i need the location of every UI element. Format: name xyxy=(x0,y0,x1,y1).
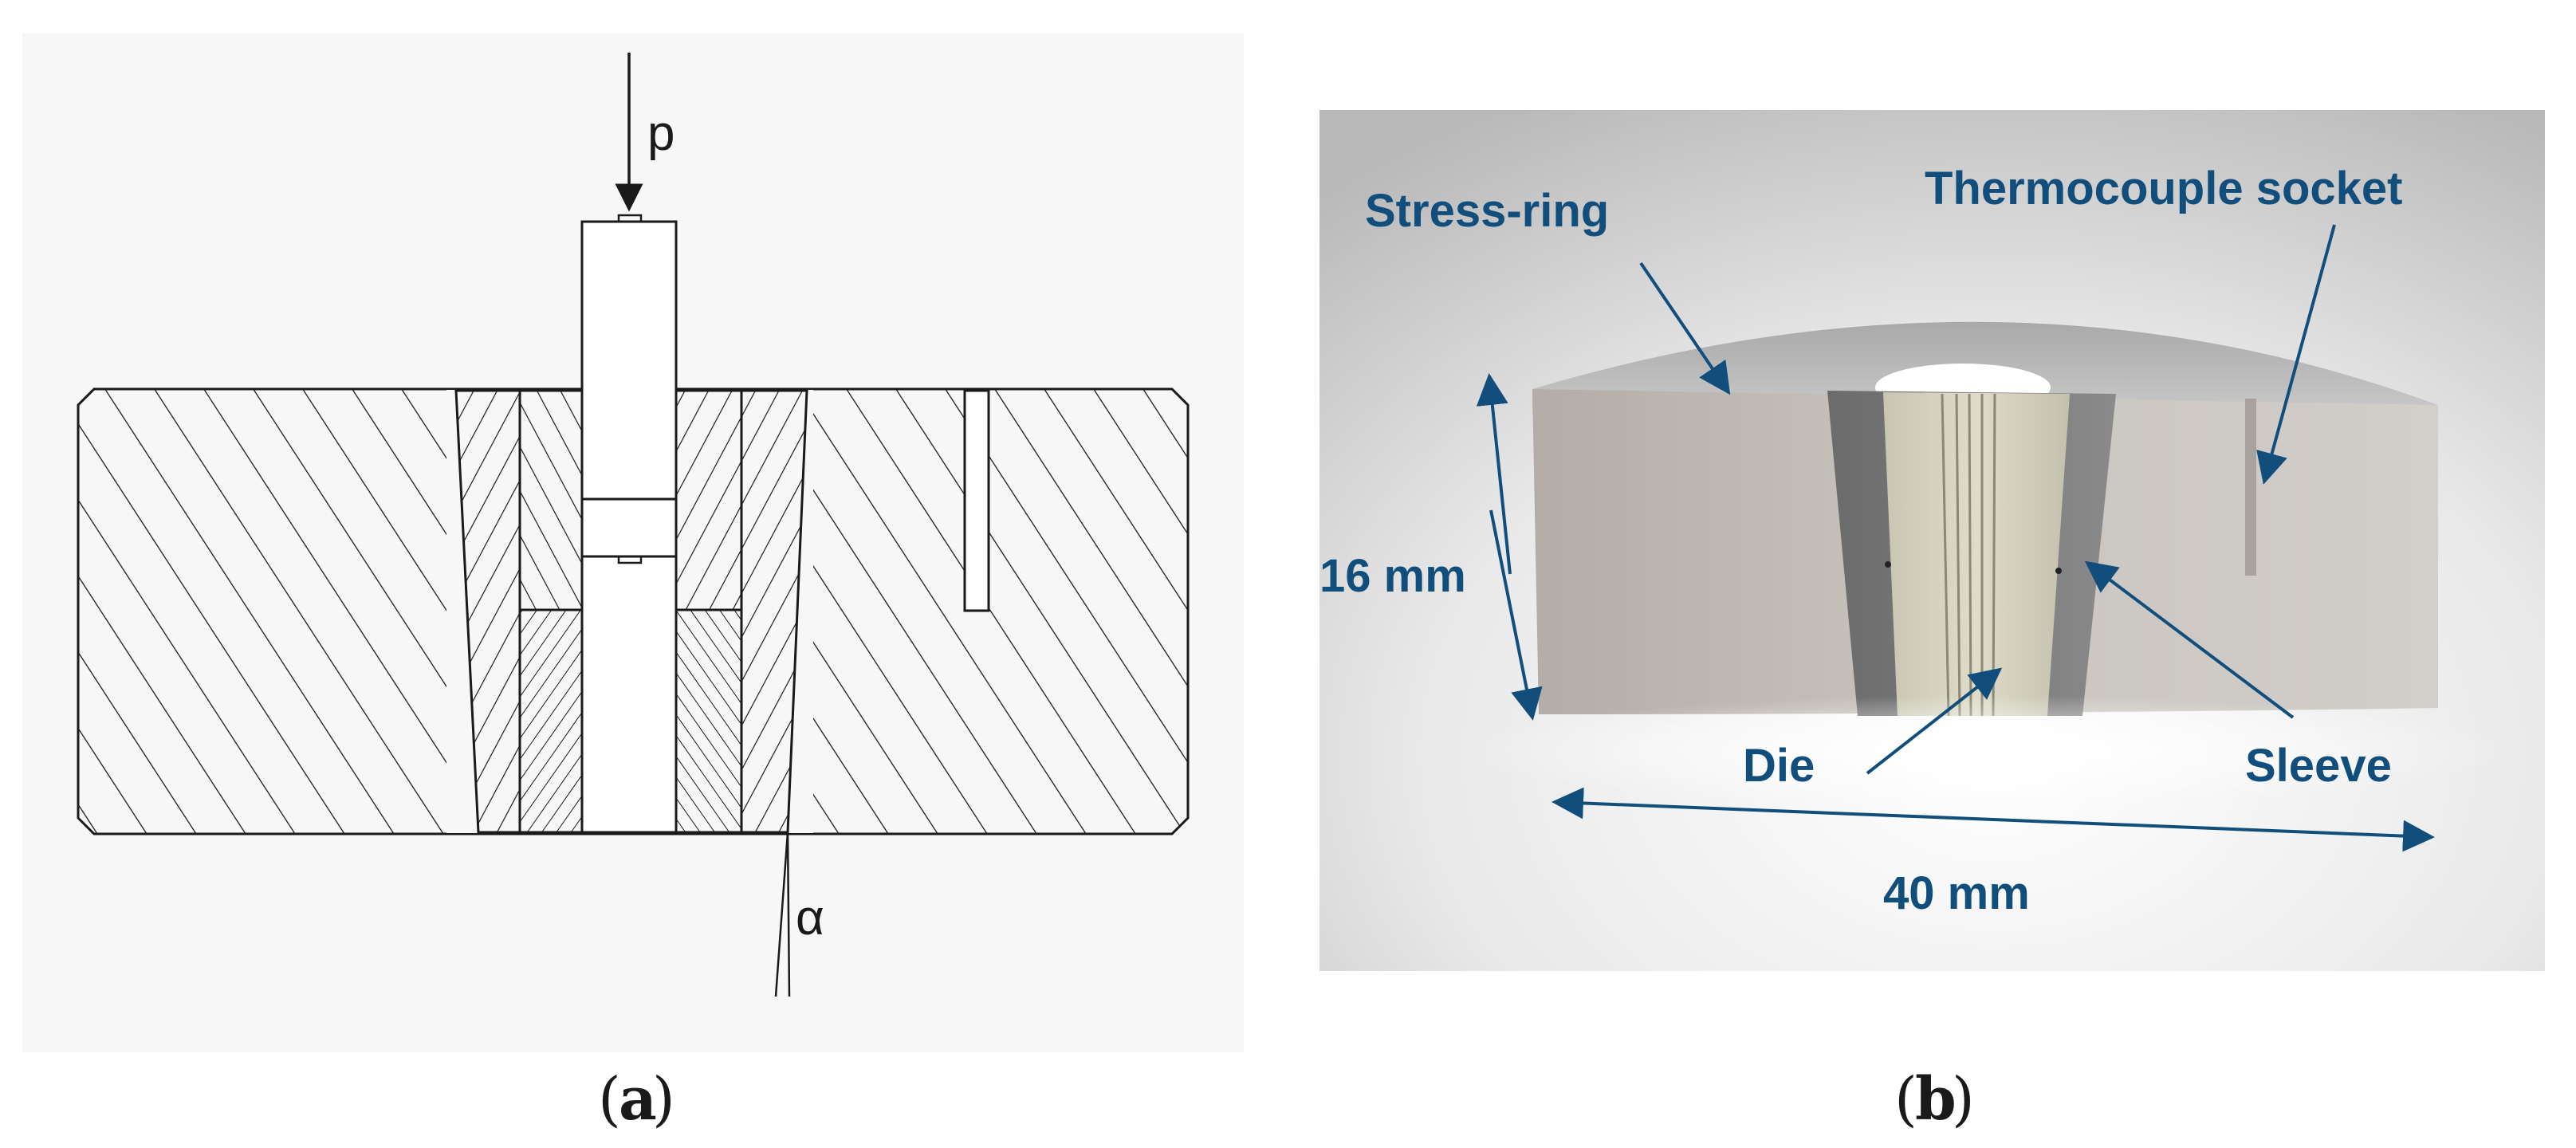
arrow-die xyxy=(1866,667,2003,775)
caption-a-letter: a xyxy=(619,1065,657,1134)
thermocouple-socket-render xyxy=(2245,399,2256,576)
caption-b: ( b ) xyxy=(1894,1065,1975,1134)
label-sleeve: Sleeve xyxy=(2245,740,2392,792)
thermocouple-hole xyxy=(963,389,990,612)
arrow-sleeve xyxy=(2084,560,2295,719)
label-die: Die xyxy=(1743,740,1815,792)
arrow-width-left xyxy=(1551,787,1914,820)
svg-text:): ) xyxy=(1952,1065,1975,1134)
annotation-arrows xyxy=(1476,224,2435,852)
arrow-stress-ring xyxy=(1639,261,1731,395)
sample-gap xyxy=(580,497,678,558)
label-width: 40 mm xyxy=(1883,867,2030,919)
caption-a: ( a ) xyxy=(598,1065,675,1134)
label-height: 16 mm xyxy=(1319,550,1466,602)
upper-punch xyxy=(580,220,678,501)
arrow-height-down xyxy=(1489,509,1543,721)
label-thermocouple-socket: Thermocouple socket xyxy=(1925,163,2402,214)
label-stress-ring: Stress-ring xyxy=(1365,185,1609,237)
lower-punch xyxy=(580,555,678,834)
svg-text:): ) xyxy=(652,1065,675,1134)
caption-b-letter: b xyxy=(1915,1065,1957,1134)
arrow-height-up xyxy=(1476,373,1512,575)
arrow-thermocouple xyxy=(2256,224,2336,485)
die-left-lower xyxy=(518,608,584,834)
arrow-width-right xyxy=(1913,815,2435,852)
die-grooves xyxy=(1941,393,1996,717)
panel-b: Stress-ring Thermocouple socket 16 mm Di… xyxy=(1319,110,2545,971)
svg-text:(: ( xyxy=(598,1065,621,1134)
panel-a: p α xyxy=(22,33,1244,1052)
die-right-upper xyxy=(674,389,743,611)
force-label: p xyxy=(647,106,674,161)
angle-ref-vertical xyxy=(786,832,791,997)
svg-text:(: ( xyxy=(1894,1065,1917,1134)
angle-ref-taper xyxy=(774,832,789,997)
die-left-upper xyxy=(518,389,584,611)
angle-label: α xyxy=(796,890,824,946)
die-render xyxy=(1883,392,2070,716)
die-right-lower xyxy=(674,608,743,834)
